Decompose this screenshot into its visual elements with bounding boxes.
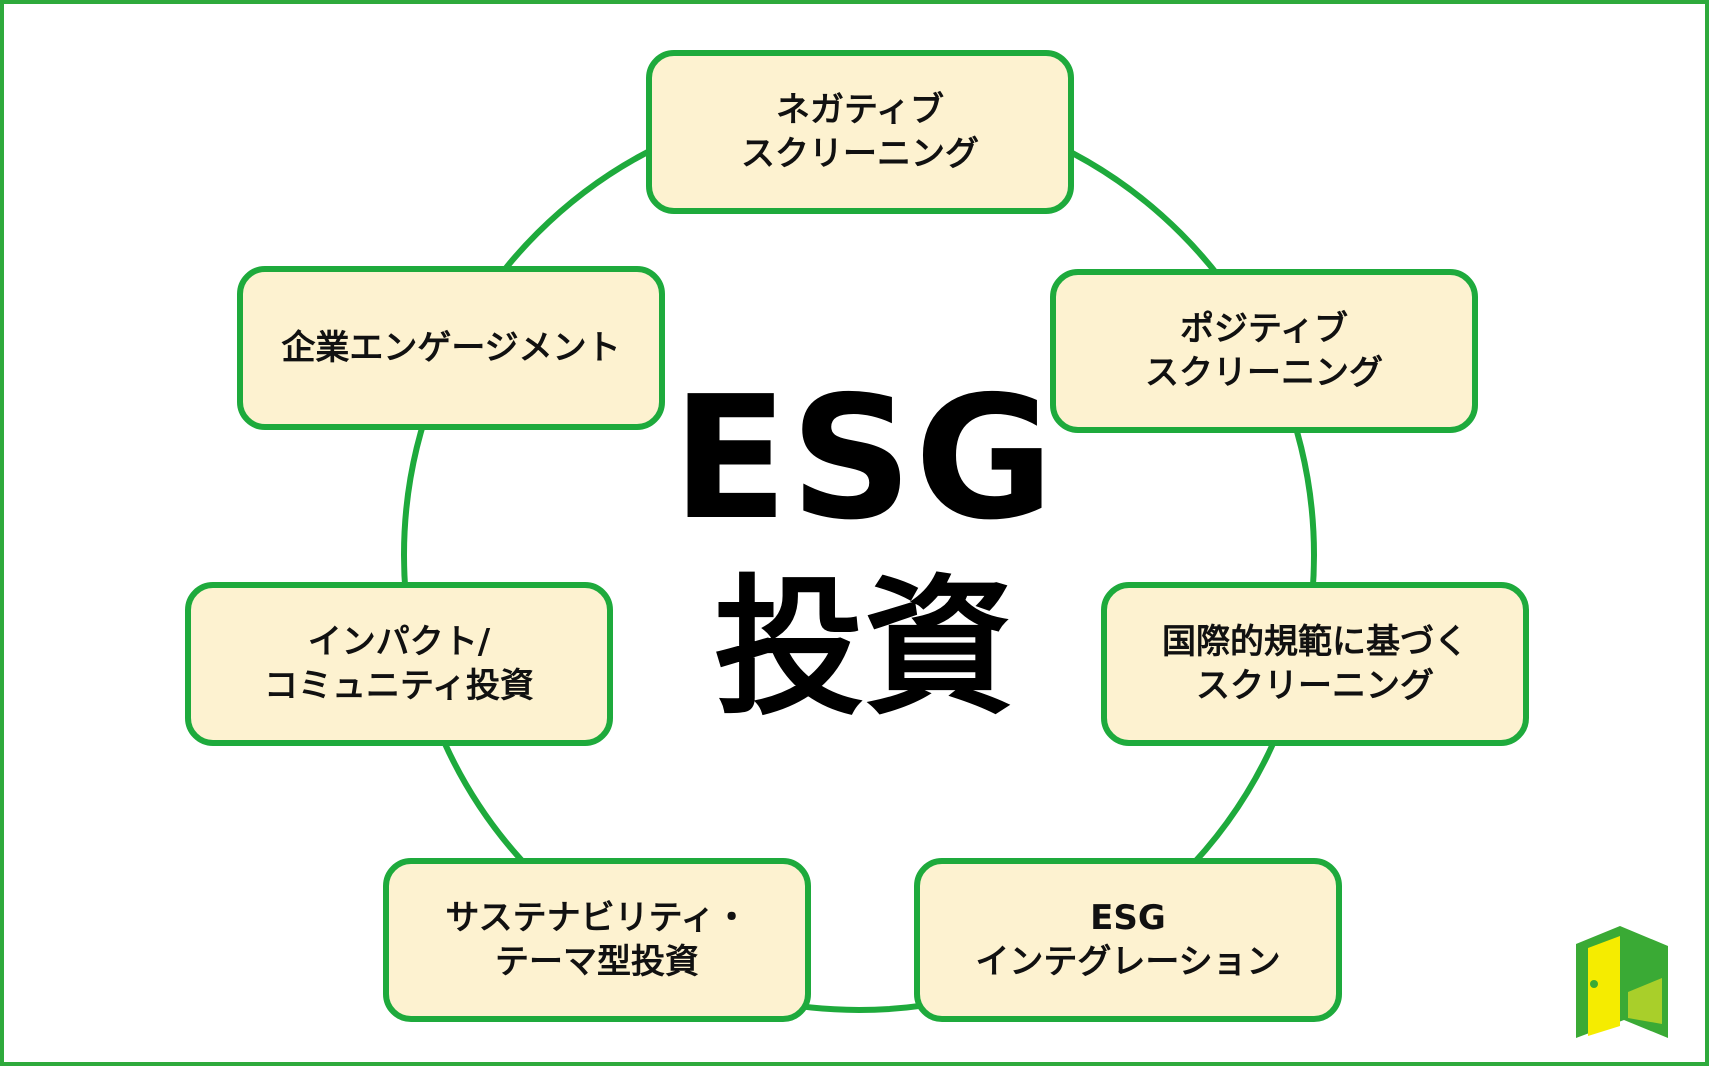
center-title: ESG 投資 bbox=[624, 374, 1104, 744]
node-corporate-engagement-label: 企業エンゲージメント bbox=[281, 328, 621, 368]
node-impact-community-label: インパクト/ コミュニティ投資 bbox=[264, 622, 534, 706]
node-positive-screening-label: ポジティブ スクリーニング bbox=[1145, 309, 1383, 393]
node-corporate-engagement: 企業エンゲージメント bbox=[237, 266, 665, 430]
green-door-icon-shade bbox=[1628, 978, 1662, 1024]
node-sustainability-themed: サステナビリティ・ テーマ型投資 bbox=[383, 858, 811, 1022]
node-sustainability-themed-label: サステナビリティ・ テーマ型投資 bbox=[445, 898, 749, 982]
node-impact-community: インパクト/ コミュニティ投資 bbox=[185, 582, 613, 746]
node-negative-screening: ネガティブ スクリーニング bbox=[646, 50, 1074, 214]
center-title-line2: 投資 bbox=[713, 562, 1014, 736]
node-esg-integration: ESG インテグレーション bbox=[914, 858, 1342, 1022]
node-negative-screening-label: ネガティブ スクリーニング bbox=[741, 90, 979, 174]
node-norms-based-screening-label: 国際的規範に基づく スクリーニング bbox=[1162, 622, 1468, 706]
center-title-line1: ESG bbox=[671, 360, 1057, 558]
green-door-icon-leaf bbox=[1588, 936, 1620, 1036]
node-esg-integration-label: ESG インテグレーション bbox=[975, 898, 1281, 982]
green-door-icon-knob bbox=[1590, 980, 1598, 988]
node-positive-screening: ポジティブ スクリーニング bbox=[1050, 269, 1478, 433]
node-norms-based-screening: 国際的規範に基づく スクリーニング bbox=[1101, 582, 1529, 746]
green-door-icon bbox=[1576, 926, 1668, 1038]
